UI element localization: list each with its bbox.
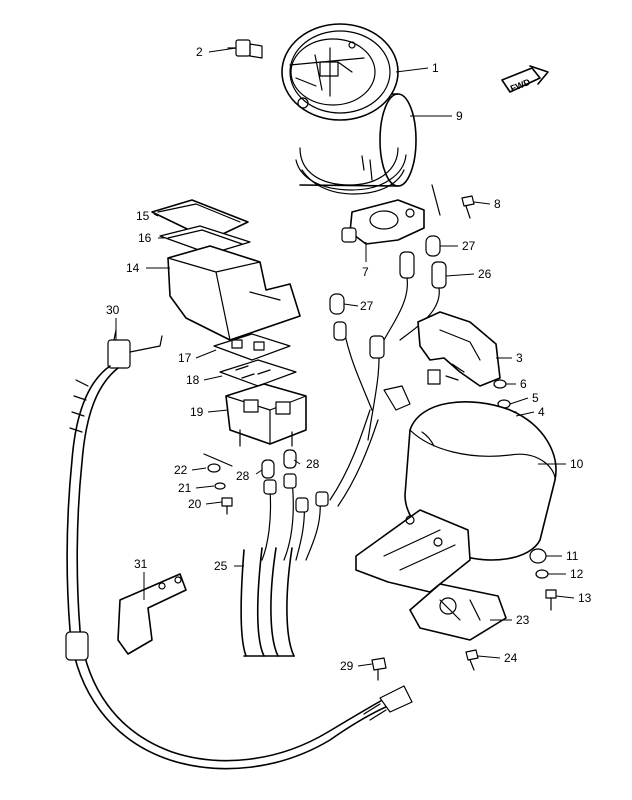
callout-4: 4 bbox=[538, 405, 545, 419]
gasket-16 bbox=[159, 225, 251, 255]
bulb-27-lower bbox=[329, 293, 345, 315]
screw-8 bbox=[461, 195, 475, 219]
callout-24: 24 bbox=[504, 651, 518, 665]
callout-30: 30 bbox=[106, 303, 120, 317]
callout-6: 6 bbox=[520, 377, 527, 391]
callout-8: 8 bbox=[494, 197, 501, 211]
washer-12 bbox=[535, 569, 549, 579]
callout-28-right: 28 bbox=[306, 457, 320, 471]
bolt-13 bbox=[545, 589, 557, 611]
callout-26: 26 bbox=[478, 267, 492, 281]
callout-9: 9 bbox=[456, 109, 463, 123]
callout-7: 7 bbox=[362, 265, 369, 279]
callout-17: 17 bbox=[178, 351, 192, 365]
callout-27-lower: 27 bbox=[360, 299, 374, 313]
washer-6 bbox=[493, 379, 507, 389]
leader-lines bbox=[115, 47, 575, 667]
switch-bracket bbox=[341, 184, 441, 245]
callout-13: 13 bbox=[578, 591, 592, 605]
bracket-3 bbox=[417, 311, 501, 387]
screw-24 bbox=[465, 649, 479, 671]
plate-17 bbox=[213, 333, 291, 361]
callout-31: 31 bbox=[134, 557, 148, 571]
callout-12: 12 bbox=[570, 567, 584, 581]
callout-18: 18 bbox=[186, 373, 200, 387]
callout-22: 22 bbox=[174, 463, 188, 477]
washer-21 bbox=[214, 482, 226, 490]
indicator-housing-14 bbox=[167, 245, 301, 341]
callout-19: 19 bbox=[190, 405, 204, 419]
callout-25: 25 bbox=[214, 559, 228, 573]
bulbs-28 bbox=[261, 449, 297, 479]
callout-5: 5 bbox=[532, 391, 539, 405]
callout-27-upper: 27 bbox=[462, 239, 476, 253]
callout-2: 2 bbox=[196, 45, 203, 59]
socket-18 bbox=[219, 359, 297, 387]
wiring-harness-25 bbox=[240, 321, 411, 657]
callout-15: 15 bbox=[136, 209, 150, 223]
callout-1: 1 bbox=[432, 61, 439, 75]
speedometer-assembly bbox=[281, 23, 417, 195]
bracket-23 bbox=[409, 583, 507, 641]
callout-23: 23 bbox=[516, 613, 530, 627]
callout-3: 3 bbox=[516, 351, 523, 365]
callout-labels: 1 2 3 4 5 6 7 8 9 10 11 12 13 14 15 16 1… bbox=[106, 45, 592, 673]
callout-10: 10 bbox=[570, 457, 584, 471]
switch-body-19 bbox=[225, 383, 307, 447]
callout-11: 11 bbox=[566, 549, 579, 563]
bulb-sockets-upper bbox=[383, 235, 447, 341]
speedometer-cable-30 bbox=[65, 329, 413, 770]
callout-20: 20 bbox=[188, 497, 202, 511]
indicator-bulb bbox=[227, 39, 263, 59]
callout-28-left: 28 bbox=[236, 469, 250, 483]
bracket-31 bbox=[117, 573, 187, 655]
callout-14: 14 bbox=[126, 261, 140, 275]
callout-16: 16 bbox=[138, 231, 152, 245]
callout-29: 29 bbox=[340, 659, 354, 673]
mount-bracket bbox=[355, 509, 471, 593]
bolt-29 bbox=[371, 657, 387, 681]
washer-22 bbox=[207, 463, 221, 473]
forward-direction-arrow: FWD bbox=[501, 65, 549, 94]
grommet-11 bbox=[529, 548, 547, 564]
screw-20 bbox=[221, 497, 233, 515]
callout-21: 21 bbox=[178, 481, 192, 495]
